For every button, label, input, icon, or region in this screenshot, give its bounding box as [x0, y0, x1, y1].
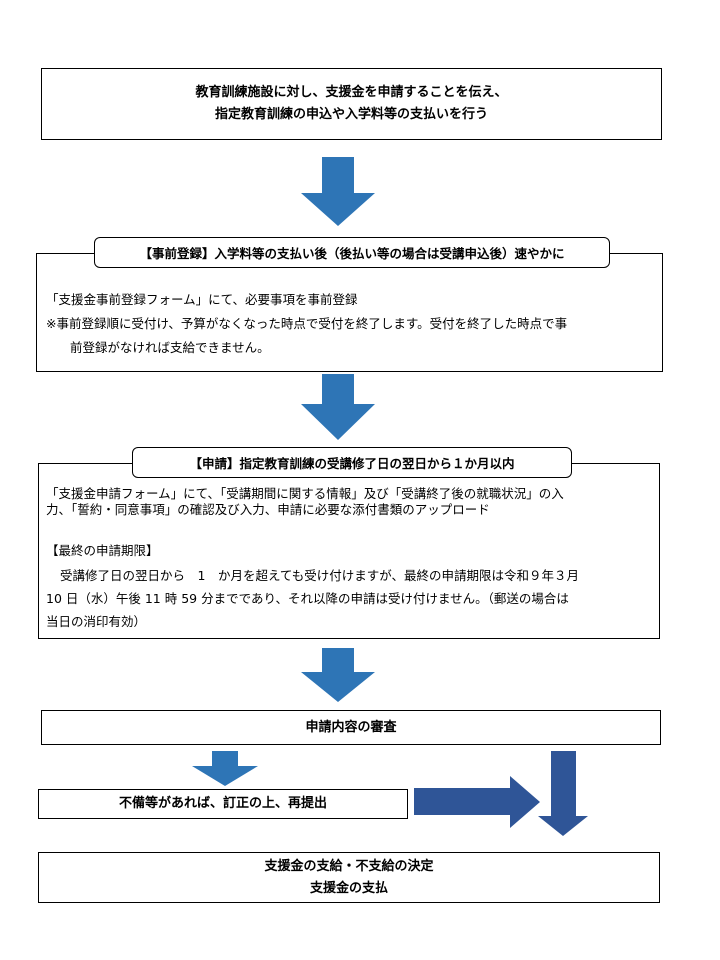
step5-box: 不備等があれば、訂正の上、再提出 — [38, 789, 408, 819]
down-arrow-2 — [301, 374, 375, 440]
step2-line1: 「支援金事前登録フォーム」にて、必要事項を事前登録 — [46, 292, 358, 307]
down-arrow-3 — [301, 648, 375, 702]
step1-line2: 指定教育訓練の申込や入学料等の支払いを行う — [214, 107, 488, 122]
step3-line2: 力、「誓約・同意事項」の確認及び入力、申請に必要な添付書類のアップロード — [46, 502, 490, 517]
step6-box: 支援金の支給・不支給の決定 支援金の支払 — [38, 852, 660, 903]
step4-label: 申請内容の審査 — [305, 719, 397, 735]
step1-box: 教育訓練施設に対し、支援金を申請することを伝え、 指定教育訓練の申込や入学料等の… — [41, 68, 662, 140]
down-arrow-1 — [301, 157, 375, 226]
step3-line1: 「支援金申請フォーム」にて、「受講期間に関する情報」及び「受講終了後の就職状況」… — [46, 486, 564, 501]
step5-label: 不備等があれば、訂正の上、再提出 — [118, 796, 327, 811]
step3-deadline-heading: 【最終の申請期限】 — [46, 543, 159, 558]
step6-line2: 支援金の支払 — [309, 880, 388, 896]
step3-line4: 10 日（水）午後 11 時 59 分までであり、それ以降の申請は受け付けません… — [46, 591, 569, 606]
step3-line3: 受講修了日の翌日から 1 か月を超えても受け付けますが、最終の申請期限は令和９年… — [60, 568, 579, 583]
down-arrow-5 — [538, 751, 588, 836]
down-arrow-4 — [192, 751, 258, 786]
step2-box — [36, 253, 663, 372]
step4-box: 申請内容の審査 — [41, 710, 661, 745]
right-arrow — [414, 776, 540, 828]
step3-tag: 【申請】指定教育訓練の受講修了日の翌日から１か月以内 — [132, 447, 572, 478]
step1-line1: 教育訓練施設に対し、支援金を申請することを伝え、 — [195, 85, 508, 100]
step6-line1: 支援金の支給・不支給の決定 — [264, 858, 434, 874]
step2-line2: ※事前登録順に受付け、予算がなくなった時点で受付を終了します。受付を終了した時点… — [46, 316, 568, 331]
step2-line3: 前登録がなければ支給できません。 — [70, 340, 270, 355]
step3-line5: 当日の消印有効） — [46, 614, 147, 629]
step2-tag: 【事前登録】入学料等の支払い後（後払い等の場合は受講申込後）速やかに — [94, 237, 610, 268]
step3-box — [38, 463, 660, 639]
